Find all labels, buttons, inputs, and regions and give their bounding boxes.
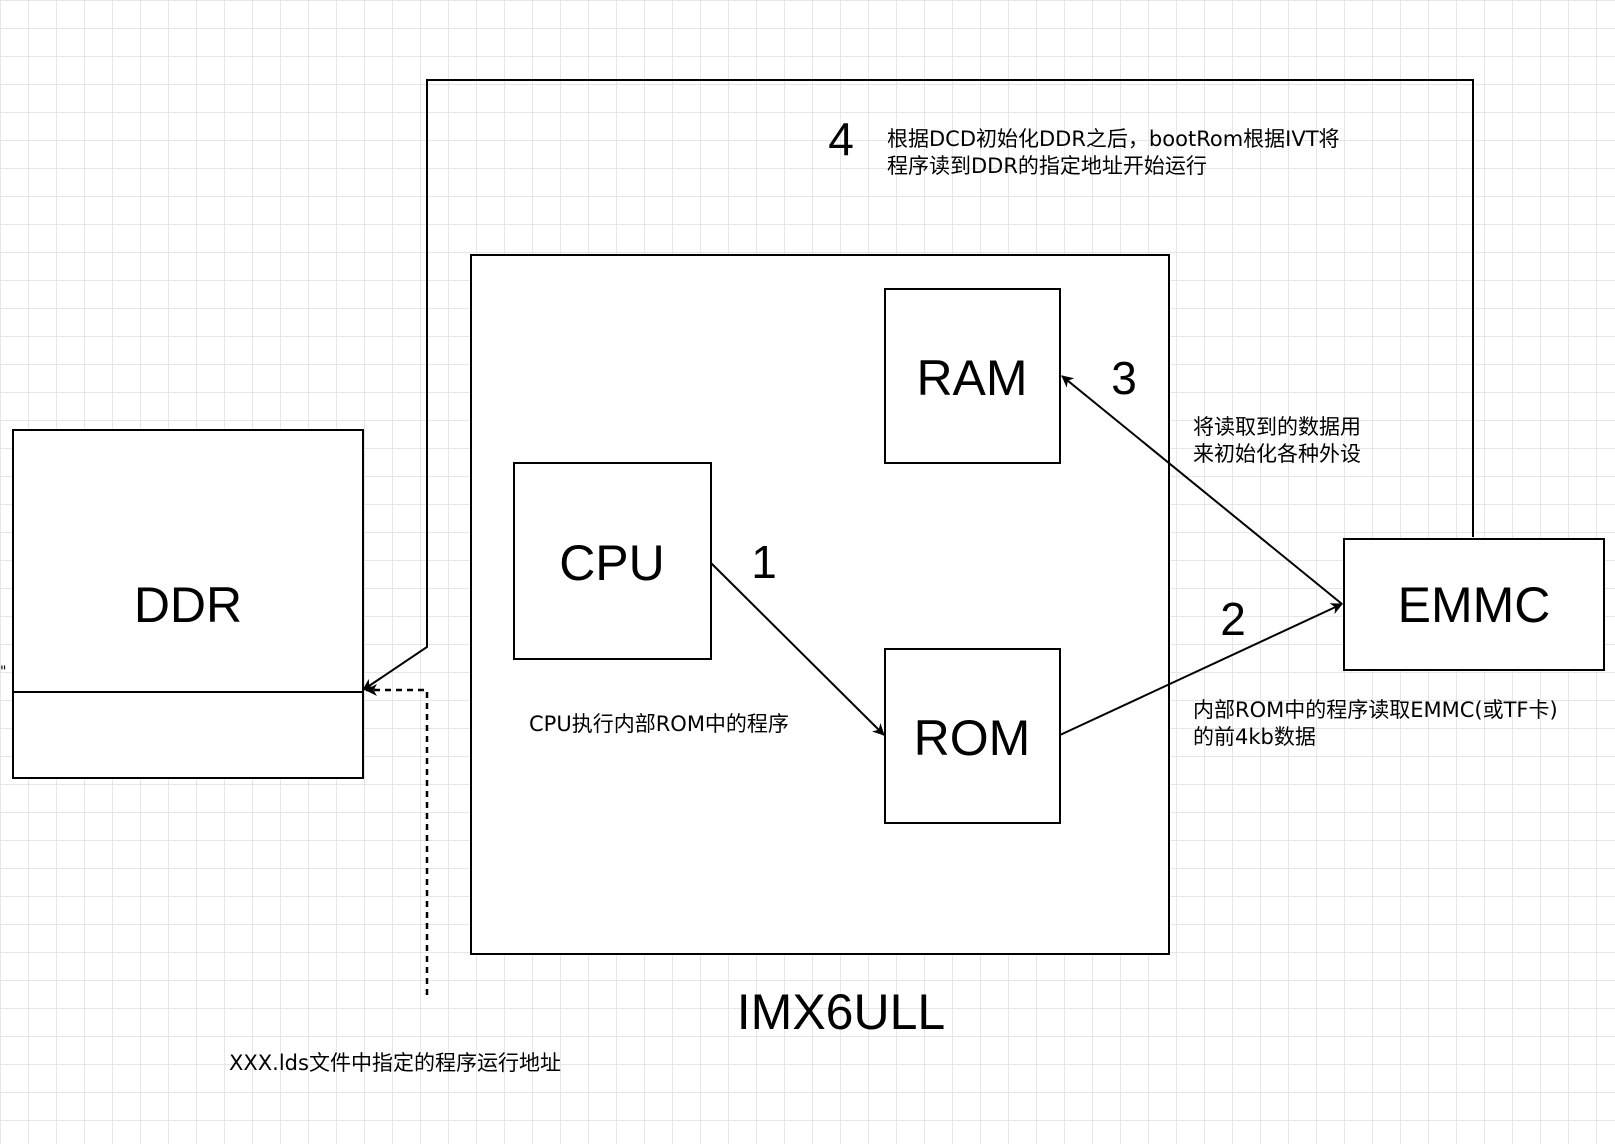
ram-label: RAM bbox=[916, 350, 1027, 406]
rom-label: ROM bbox=[914, 710, 1031, 766]
step4-path bbox=[362, 79, 1474, 691]
ddr-label: DDR bbox=[134, 577, 242, 633]
cpu-block: CPU bbox=[513, 462, 712, 660]
step2-number: 2 bbox=[1220, 593, 1246, 645]
cpu-label: CPU bbox=[559, 535, 665, 591]
step3-arrow bbox=[1061, 375, 1343, 605]
chip-label: IMX6ULL bbox=[737, 984, 945, 1040]
step4-caption: 根据DCD初始化DDR之后，bootRom根据IVT将 程序读到DDR的指定地址… bbox=[887, 127, 1346, 178]
rom-block: ROM bbox=[884, 648, 1061, 824]
step1-number: 1 bbox=[751, 536, 777, 588]
ram-block: RAM bbox=[884, 288, 1061, 464]
step1-caption: CPU执行内部ROM中的程序 bbox=[529, 712, 789, 736]
link-address-note: XXX.lds文件中指定的程序运行地址 bbox=[229, 1051, 561, 1075]
step3-number: 3 bbox=[1111, 352, 1137, 404]
step4-number: 4 bbox=[828, 113, 854, 165]
emmc-label: EMMC bbox=[1398, 577, 1551, 633]
ddr-block: DDR bbox=[12, 429, 364, 779]
step1-arrow bbox=[710, 562, 885, 736]
step3-caption: 将读取到的数据用 来初始化各种外设 bbox=[1193, 415, 1368, 466]
link-address-dashed-arrow bbox=[365, 684, 429, 995]
step2-arrow bbox=[1059, 603, 1343, 736]
emmc-block: EMMC bbox=[1343, 538, 1605, 671]
step2-caption: 内部ROM中的程序读取EMMC(或TF卡) 的前4kb数据 bbox=[1193, 698, 1564, 749]
edge-marker: " bbox=[0, 664, 6, 680]
